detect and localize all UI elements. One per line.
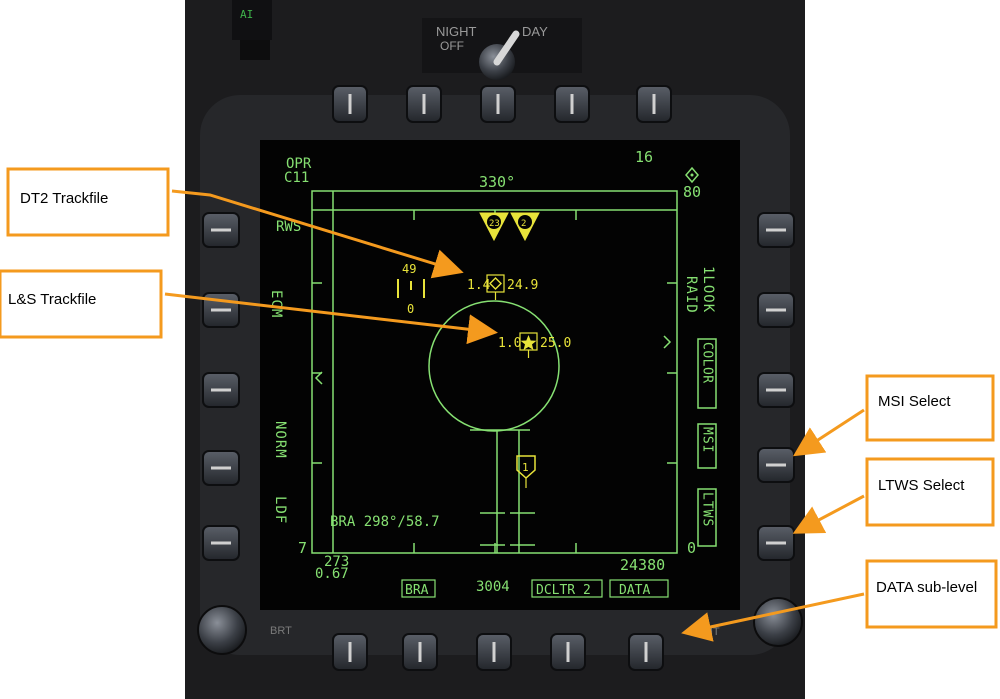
msi-label[interactable]: MSI: [700, 427, 715, 453]
raid-label[interactable]: RAID: [683, 276, 699, 314]
ownship-speed-marker: 49 0: [397, 262, 425, 316]
brt-knob[interactable]: BRT: [197, 605, 292, 655]
threat-symbol-2: 2: [510, 212, 540, 242]
off-label: OFF: [440, 39, 464, 53]
threat-2-number: 2: [521, 219, 526, 229]
ltws-box: [697, 488, 717, 547]
dt2-trackfile[interactable]: 1.4 24.9: [467, 274, 538, 300]
one-look-label[interactable]: 1LOOK: [700, 266, 716, 313]
dcltr-box: [531, 579, 603, 598]
night-day-switch[interactable]: NIGHT DAY OFF: [422, 18, 582, 80]
osb-bottom-data[interactable]: [628, 633, 664, 671]
heading-readout: 330°: [479, 173, 515, 191]
bra-osb-label[interactable]: BRA: [405, 583, 429, 598]
dcltr-label[interactable]: DCLTR 2: [536, 583, 591, 598]
osb-bottom-row: [332, 633, 664, 671]
brt-label: BRT: [270, 625, 292, 637]
osb-left-column: [202, 212, 240, 561]
osb-right-ltws[interactable]: [757, 525, 795, 561]
dt2-diamond-icon: [489, 277, 502, 290]
ecm-label[interactable]: ECM: [268, 290, 284, 318]
osb-top-row: [332, 85, 672, 123]
ldf-label[interactable]: LDF: [272, 496, 288, 524]
osb-left-4[interactable]: [202, 450, 240, 486]
osb-left-5[interactable]: [202, 525, 240, 561]
callout-ltws-text: LTWS Select: [878, 477, 965, 494]
callout-dt2: DT2 Trackfile: [6, 167, 464, 279]
night-day-knob-pointer: [493, 30, 520, 66]
osb-right-msi[interactable]: [757, 447, 795, 483]
elevation-left: 7: [298, 539, 307, 557]
azimuth-readout-2: 0.67: [315, 566, 349, 582]
bugged-number: 1: [522, 461, 529, 474]
color-box: [697, 338, 717, 409]
osb-bottom-2[interactable]: [402, 633, 438, 671]
callout-msi-text: MSI Select: [878, 393, 951, 410]
osb-top-3[interactable]: [480, 85, 516, 123]
callout-ltws: LTWS Select: [792, 457, 995, 534]
callout-ls: L&S Trackfile: [0, 269, 498, 345]
callout-dt2-text: DT2 Trackfile: [20, 190, 108, 207]
threat-1-number: 23: [489, 219, 500, 229]
callout-data: DATA sub-level: [681, 559, 998, 642]
range-diamond-icon: [685, 166, 699, 184]
osb-right-3[interactable]: [757, 372, 795, 408]
osb-left-3[interactable]: [202, 372, 240, 408]
ltws-label[interactable]: LTWS: [700, 492, 715, 527]
osb-left-1[interactable]: [202, 212, 240, 248]
ls-trackfile[interactable]: 1.0 25.0: [498, 332, 571, 358]
radar-frame: [311, 190, 678, 554]
indicator-ai: AI: [240, 8, 253, 21]
range-scale-top: 80: [683, 183, 701, 201]
osb-top-5[interactable]: [636, 85, 672, 123]
norm-label[interactable]: NORM: [272, 421, 288, 459]
opr-label: OPR: [286, 156, 312, 172]
osb-top-2[interactable]: [406, 85, 442, 123]
color-label[interactable]: COLOR: [700, 342, 715, 384]
msi-box: [697, 423, 717, 469]
night-label: NIGHT: [436, 24, 477, 39]
callout-msi: MSI Select: [792, 374, 995, 457]
bugged-target-marker: 1: [516, 455, 536, 488]
bottom-number: 3004: [476, 579, 510, 595]
osb-right-column: [757, 212, 795, 561]
own-speed-top: 49: [402, 262, 416, 276]
radar-display: 330° OPR C11 16 80 0 7 RWS ECM NORM LDF …: [260, 140, 740, 610]
data-label[interactable]: DATA: [619, 583, 650, 598]
osb-top-1[interactable]: [332, 85, 368, 123]
ls-mach: 1.0: [498, 336, 521, 351]
altitude-readout: 24380: [620, 556, 665, 574]
data-box: [609, 579, 669, 598]
ls-star-icon: [520, 335, 537, 350]
callout-ls-text: L&S Trackfile: [8, 291, 96, 308]
day-label: DAY: [522, 24, 548, 39]
threat-symbol-1: 23: [479, 212, 509, 242]
osb-top-4[interactable]: [554, 85, 590, 123]
osb-right-1[interactable]: [757, 212, 795, 248]
own-speed-bottom: 0: [407, 302, 414, 316]
ls-altitude: 25.0: [540, 336, 571, 351]
osb-bottom-3[interactable]: [476, 633, 512, 671]
bra-readout: BRA 298°/58.7: [330, 514, 440, 530]
top-right-number: 16: [635, 148, 653, 166]
osb-right-2[interactable]: [757, 292, 795, 328]
callout-data-text: DATA sub-level: [876, 579, 977, 596]
dt2-mach: 1.4: [467, 278, 491, 293]
azimuth-readout-1: 273: [324, 554, 349, 570]
dt2-altitude: 24.9: [507, 278, 538, 293]
osb-bottom-4[interactable]: [550, 633, 586, 671]
c11-label: C11: [284, 170, 309, 186]
range-scale-bottom: 0: [687, 539, 696, 557]
bra-osb-box: [401, 579, 436, 598]
rws-label[interactable]: RWS: [276, 219, 301, 235]
osb-bottom-1[interactable]: [332, 633, 368, 671]
